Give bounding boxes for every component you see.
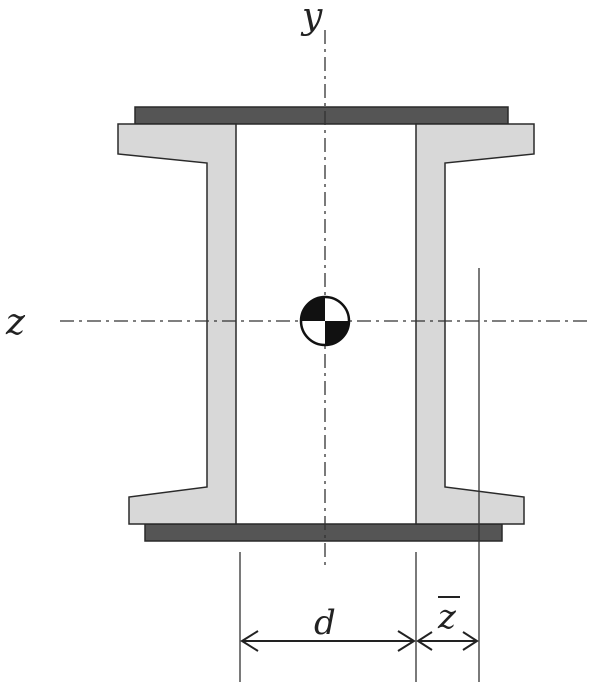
dimension-d-label: d <box>314 603 336 643</box>
y-axis-label: y <box>300 0 323 37</box>
centroid-icon <box>299 295 351 347</box>
dimension-zbar-arrow <box>416 631 479 651</box>
z-axis-label: z <box>5 302 26 343</box>
bottom-cover-plate <box>144 523 503 542</box>
left-channel <box>117 123 237 525</box>
right-channel <box>415 123 535 525</box>
dimension-d-arrow <box>240 630 416 652</box>
top-cover-plate <box>134 106 509 125</box>
dimension-zbar-label: z <box>437 597 457 637</box>
